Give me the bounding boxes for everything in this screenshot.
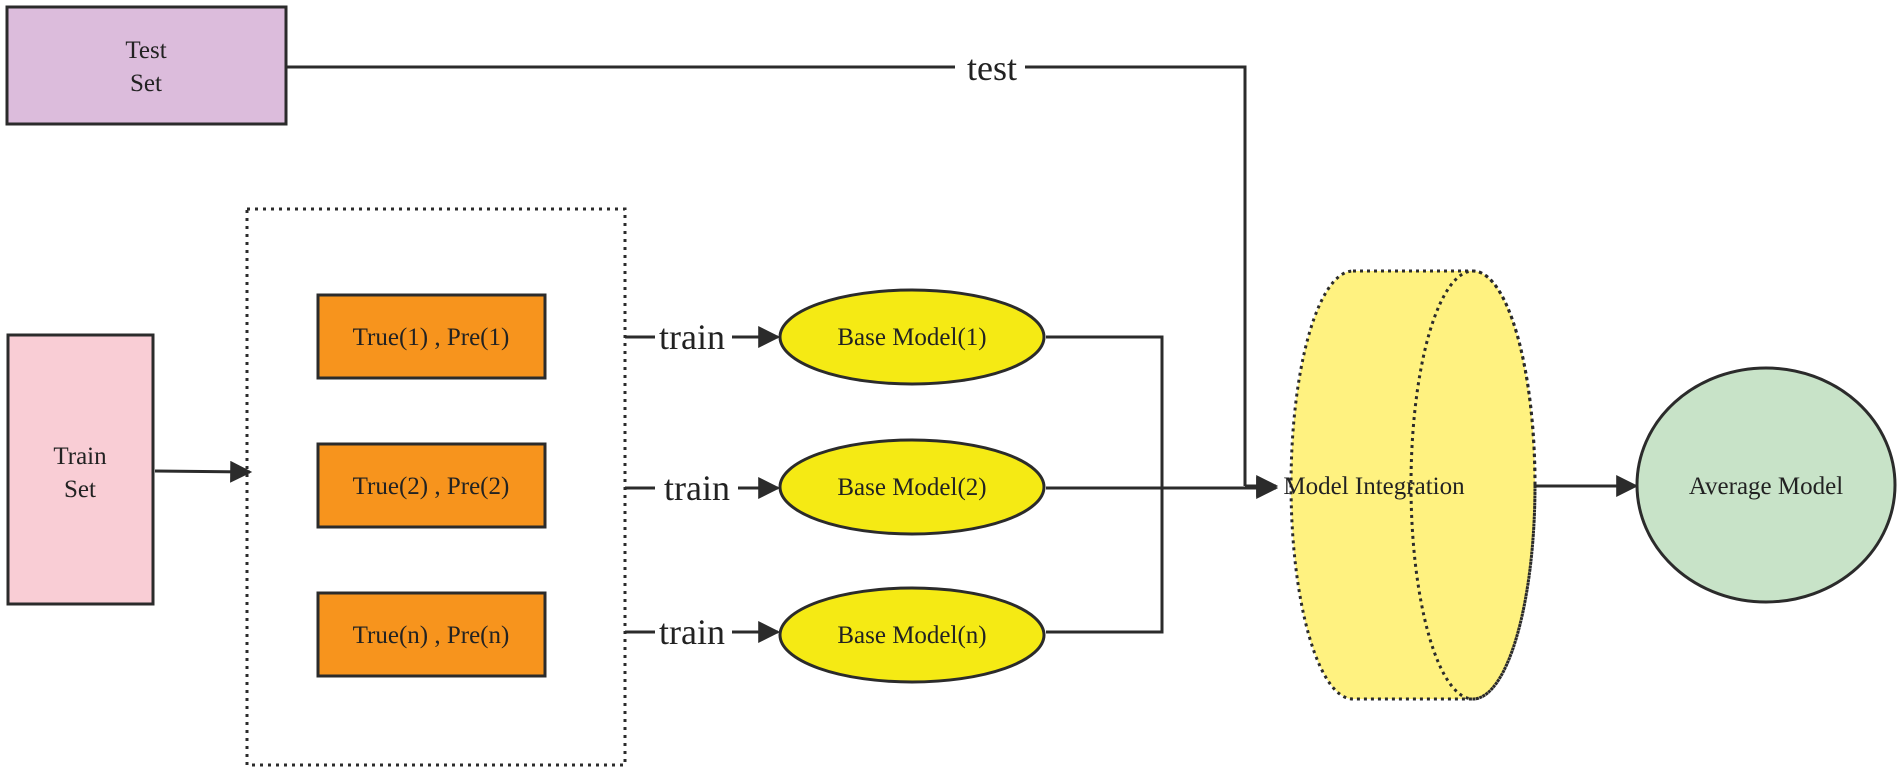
train-set-label-line1: Train xyxy=(53,443,107,470)
model-integration-cylinder xyxy=(1289,269,1537,701)
train-set-arrow xyxy=(154,460,253,483)
model-integration-label: Model Integration xyxy=(1283,473,1465,500)
test-connector xyxy=(287,65,1247,486)
base-model-2 xyxy=(778,438,1046,536)
pair-box-1 xyxy=(316,293,547,380)
base-model-n-connector xyxy=(1046,488,1164,634)
train-edge-label-n: train xyxy=(659,612,725,652)
pair-label-1: True(1) , Pre(1) xyxy=(353,324,510,351)
pair-box-2 xyxy=(316,442,547,529)
base-model-1 xyxy=(778,288,1046,386)
base-model-2-label: Base Model(2) xyxy=(837,474,986,501)
train-set-label-line2: Set xyxy=(64,476,96,503)
pair-box-n xyxy=(316,591,547,678)
pair-label-2: True(2) , Pre(2) xyxy=(353,473,510,500)
train-edge-label-1: train xyxy=(659,317,725,357)
base-model-1-connector xyxy=(1046,335,1164,488)
test-label-bg xyxy=(955,48,1025,86)
test-set-label-line2: Set xyxy=(130,70,162,97)
base-model-1-label: Base Model(1) xyxy=(837,324,986,351)
average-model-label: Average Model xyxy=(1689,473,1843,500)
train-edge-label-2: train xyxy=(664,468,730,508)
base-model-n xyxy=(778,586,1046,684)
base-model-n-label: Base Model(n) xyxy=(837,622,986,649)
pair-label-n: True(n) , Pre(n) xyxy=(353,622,510,649)
average-model xyxy=(1635,366,1897,604)
test-edge-label: test xyxy=(967,48,1017,88)
test-set-label-line1: Test xyxy=(125,37,166,64)
prediction-group-frame xyxy=(245,207,627,767)
train-set-box xyxy=(6,333,155,606)
test-set-box xyxy=(5,5,288,126)
